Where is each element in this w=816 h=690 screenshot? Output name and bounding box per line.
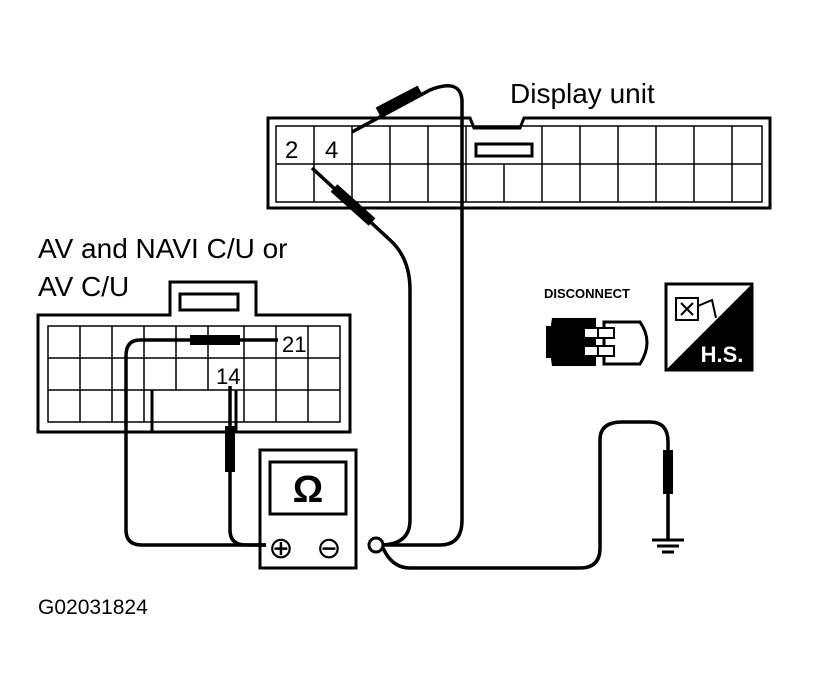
display-pin4-probe-lead <box>351 84 464 547</box>
ohmmeter <box>258 448 358 570</box>
av-navi-label-line1: AV and NAVI C/U or <box>38 233 288 264</box>
av-pin14-probe-lead <box>225 386 266 547</box>
av-pin-21: 21 <box>282 332 306 357</box>
display-pin-4: 4 <box>325 137 338 164</box>
ground-icon <box>652 538 684 554</box>
harness-side-label: H.S. <box>701 342 744 367</box>
av-pin21-probe-lead <box>124 335 278 547</box>
av-navi-label-line2: AV C/U <box>38 271 129 302</box>
display-unit-label: Display unit <box>510 78 655 109</box>
display-unit-connector <box>266 116 772 210</box>
lead-junction <box>367 536 385 554</box>
disconnect-label: DISCONNECT <box>544 286 630 301</box>
av-navi-connector <box>36 280 352 434</box>
ohm-icon: Ω <box>293 469 323 511</box>
plus-terminal-icon: ⊕ <box>268 532 293 565</box>
disconnect-icon <box>546 318 649 366</box>
connector-probe-icon <box>675 297 717 321</box>
minus-terminal-icon: ⊖ <box>316 532 341 565</box>
ground-lead <box>381 420 673 570</box>
harness-side-badge <box>664 282 754 372</box>
display-pin-2: 2 <box>285 137 298 164</box>
av-pin-14: 14 <box>216 364 240 389</box>
display-pin2-probe-lead <box>310 166 412 547</box>
figure-id: G02031824 <box>38 596 148 619</box>
